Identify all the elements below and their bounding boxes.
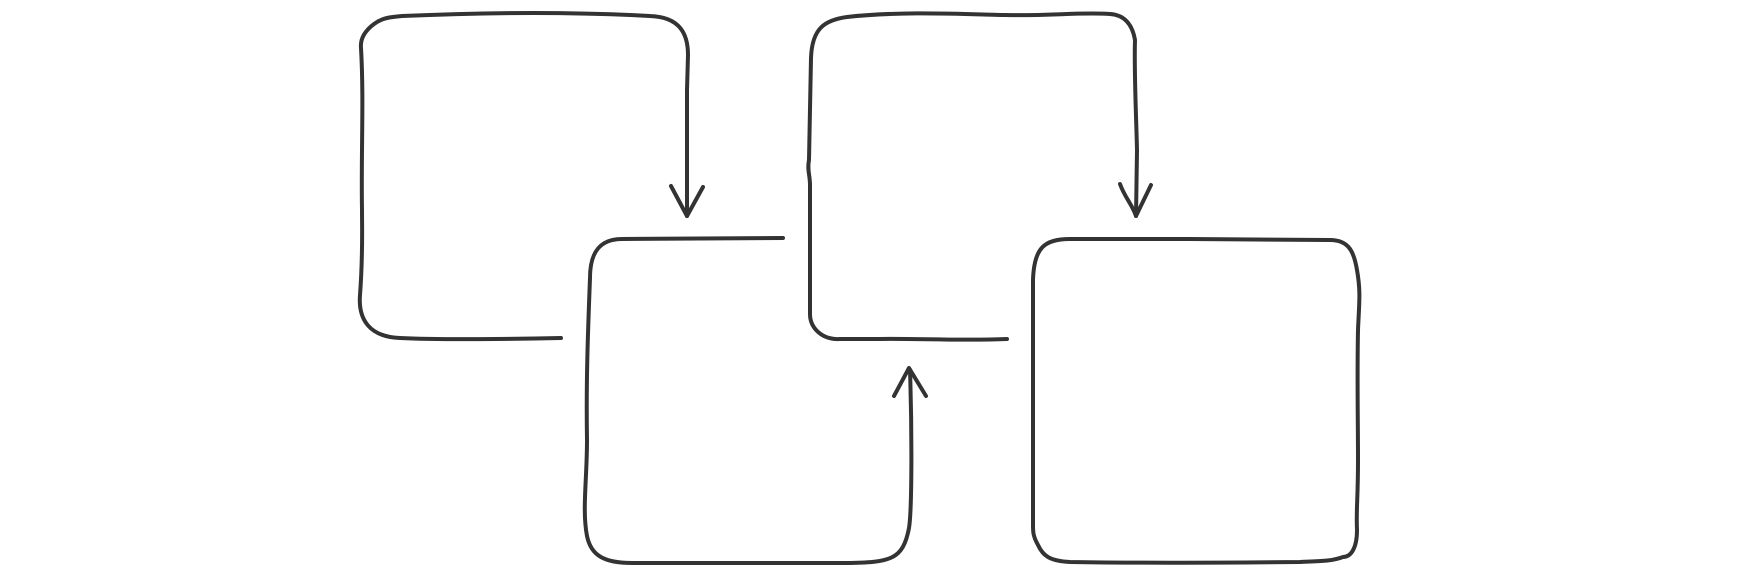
bracket-left	[357, 10, 690, 342]
box-right	[1031, 237, 1362, 565]
arrow-down-1-head	[669, 184, 705, 218]
bracket-upper-middle	[806, 11, 1139, 342]
bracket-lower-middle	[582, 236, 914, 565]
arrow-up-1-head	[892, 366, 928, 398]
arrow-down-2-head	[1118, 182, 1153, 218]
